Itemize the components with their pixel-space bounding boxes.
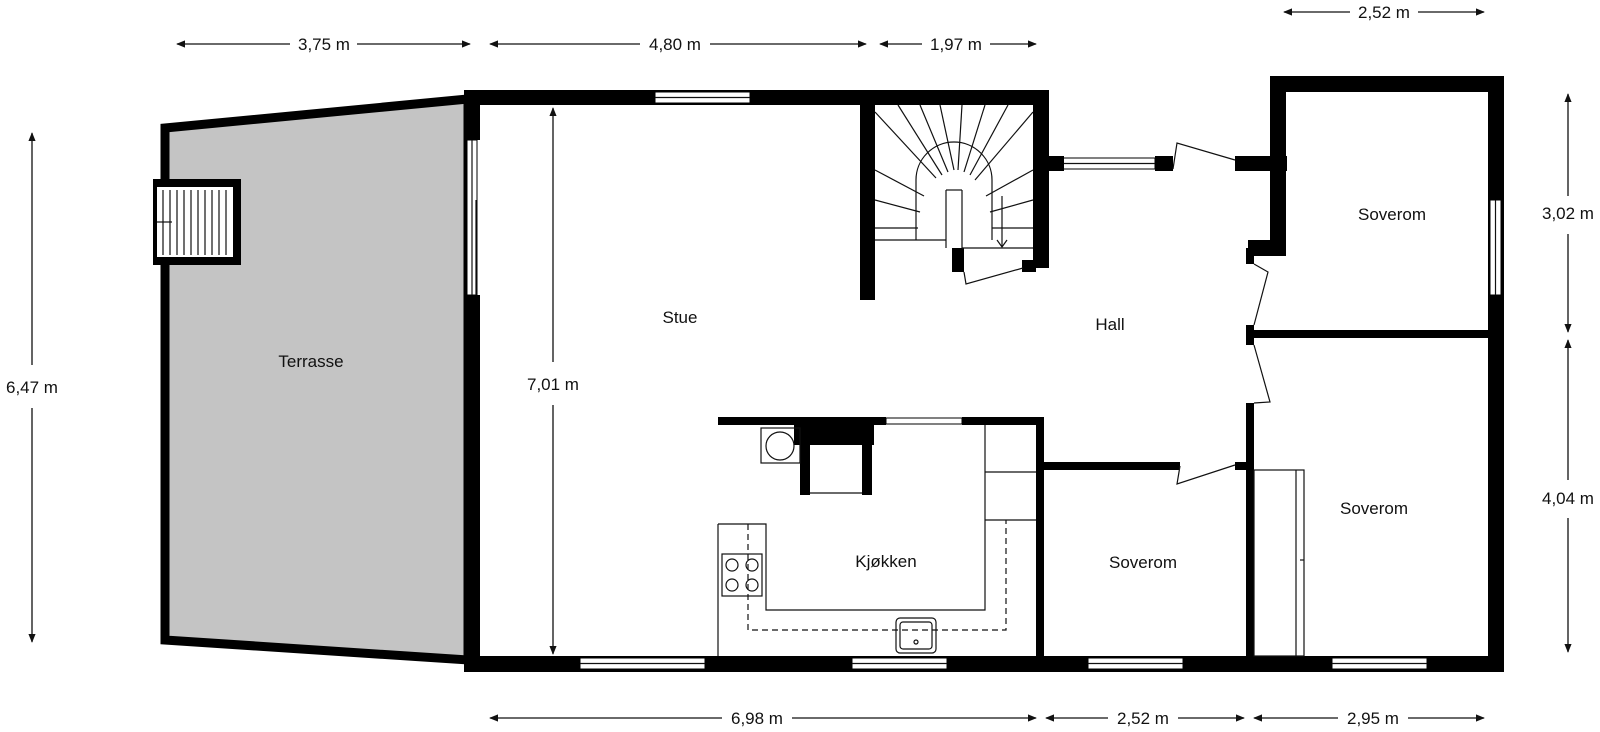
dim-right-upper: 3,02 m: [1542, 204, 1594, 223]
room-label-soverom-ne: Soverom: [1358, 205, 1426, 224]
dimension-lines: [28, 8, 1572, 722]
dim-top-right: 2,52 m: [1358, 3, 1410, 22]
interior-walls: [718, 105, 1490, 665]
dim-bottom-left: 6,98 m: [731, 709, 783, 728]
dim-top-stue: 4,80 m: [649, 35, 701, 54]
kitchen-fixtures: [717, 425, 1036, 656]
room-label-kjokken: Kjøkken: [855, 552, 916, 571]
staircase: [874, 104, 1034, 249]
dim-right-lower: 4,04 m: [1542, 489, 1594, 508]
room-label-hall: Hall: [1095, 315, 1124, 334]
sink-icon: [895, 617, 937, 654]
exterior-walls: [464, 76, 1504, 672]
room-label-stue: Stue: [663, 308, 698, 327]
terrace-steps: [157, 190, 227, 255]
terrace-area: [153, 94, 473, 665]
dim-bottom-right: 2,95 m: [1347, 709, 1399, 728]
room-label-soverom-s: Soverom: [1109, 553, 1177, 572]
dim-top-stair: 1,97 m: [930, 35, 982, 54]
doors: [963, 142, 1271, 485]
round-appliance-icon: [760, 427, 801, 464]
room-label-soverom-se: Soverom: [1340, 499, 1408, 518]
wardrobe: [1253, 469, 1305, 657]
dim-bottom-mid: 2,52 m: [1117, 709, 1169, 728]
stove-icon: [721, 553, 763, 597]
dim-stue-height: 7,01 m: [527, 375, 579, 394]
dim-top-terrasse: 3,75 m: [298, 35, 350, 54]
room-label-terrasse: Terrasse: [278, 352, 343, 371]
dim-left-total: 6,47 m: [6, 378, 58, 397]
